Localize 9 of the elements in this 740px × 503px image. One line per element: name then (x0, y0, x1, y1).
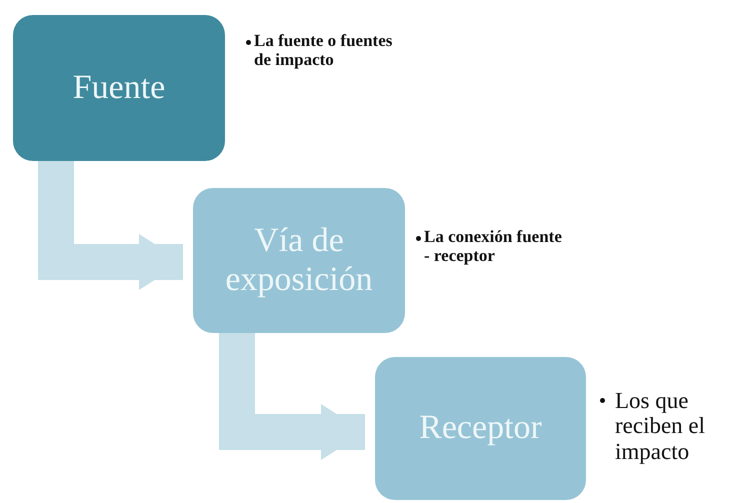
process-box (13, 15, 225, 161)
description-text: Los que reciben el impacto (615, 388, 706, 464)
process-box (193, 188, 405, 333)
box-label: Vía de exposición (224, 222, 374, 299)
box-label: Receptor (419, 409, 542, 448)
box-label: Fuente (72, 68, 166, 108)
description-text: La conexión fuente - receptor (424, 228, 563, 266)
description-text: La fuente o fuentes de impacto (254, 32, 394, 70)
process-box (375, 357, 586, 500)
